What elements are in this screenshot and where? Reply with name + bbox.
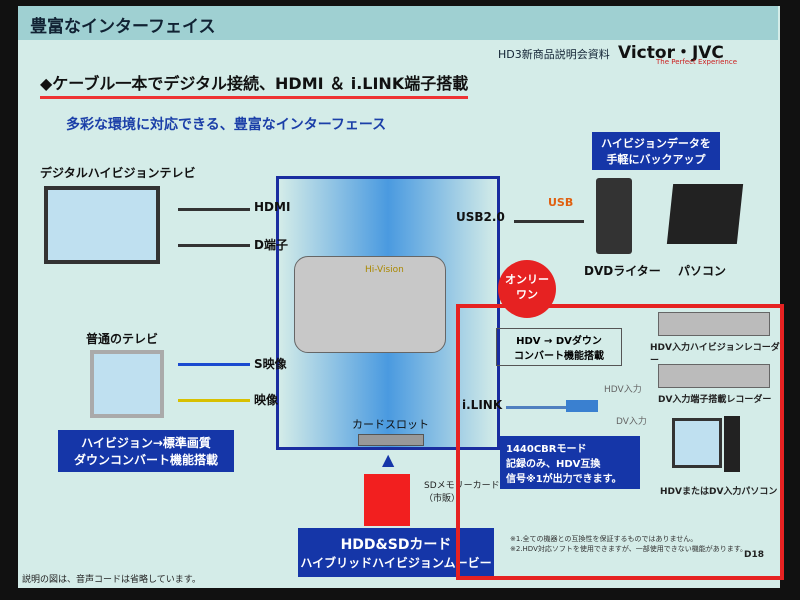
slide: 豊富なインターフェイス HD3新商品説明会資料 Victor・JVC The P… <box>18 6 784 588</box>
hdv-input-label: HDV入力 <box>604 385 642 395</box>
footnote: ※1.全ての機器との互換性を保証するものではありません。 <box>510 535 698 543</box>
only-one-line: オンリー <box>505 273 549 286</box>
d-terminal-label: D端子 <box>254 238 288 252</box>
hdv-recorder-label: HDV入力ハイビジョンレコーダー <box>650 343 780 366</box>
ilink-highlight-box <box>456 304 784 580</box>
desktop-pc-image <box>672 418 722 468</box>
hdv-recorder-image <box>658 312 770 336</box>
cbr-line: 記録のみ、HDV互換 <box>506 459 601 470</box>
normal-tv-label: 普通のテレビ <box>86 332 159 346</box>
hdd-sd-line: ハイブリッドハイビジョンムービー <box>300 556 492 570</box>
slide-title: 豊富なインターフェイス <box>30 17 216 37</box>
ilink-plug <box>566 400 598 412</box>
downconvert-line: ハイビジョン→標準画質 <box>81 436 211 450</box>
pc-label: パソコン <box>678 264 727 278</box>
heading: ◆ケーブル一本でデジタル接続、HDMI ＆ i.LINK端子搭載 <box>40 70 469 99</box>
dv-recorder-label: DV入力端子搭載レコーダー <box>658 395 772 405</box>
footnotes: ※1.全ての機器との互換性を保証するものではありません。 ※2.HDV対応ソフトを… <box>510 534 747 554</box>
s-video-label: S映像 <box>254 357 287 371</box>
d-cable <box>178 244 250 247</box>
backup-line: 手軽にバックアップ <box>606 153 706 166</box>
cbr-line: 1440CBRモード <box>506 444 587 455</box>
hdmi-label: HDMI <box>254 200 291 214</box>
logo: Victor・JVC <box>618 43 724 63</box>
footer-note: 説明の図は、音声コードは省略しています。 <box>22 575 201 585</box>
card-slot-label: カードスロット <box>352 418 429 431</box>
pc-tower-image <box>724 416 740 472</box>
usb-cable <box>514 220 584 223</box>
sd-card-image <box>364 474 410 526</box>
camcorder-image: Hi-Vision <box>294 256 446 353</box>
laptop-image <box>666 184 744 244</box>
normal-tv-image <box>90 350 164 418</box>
s-video-cable <box>178 363 250 366</box>
digital-tv-label: デジタルハイビジョンテレビ <box>40 166 196 180</box>
convert-line: コンバート機能搭載 <box>514 351 604 362</box>
hdv-dv-pc-label: HDVまたはDV入力パソコン <box>660 487 778 497</box>
ilink-cable <box>506 406 566 409</box>
subheading: 多彩な環境に対応できる、豊富なインターフェース <box>66 117 387 133</box>
sd-card-line: （市販） <box>424 494 461 504</box>
digital-tv-image <box>44 186 160 264</box>
arrow-up-icon: ▲ <box>382 450 395 469</box>
cbr-callout: 1440CBRモード記録のみ、HDV互換信号※1が出力できます。 <box>500 436 640 489</box>
convert-line: HDV → DVダウン <box>516 336 602 347</box>
cbr-line: 信号※1が出力できます。 <box>506 474 622 485</box>
dvd-writer-image <box>596 178 632 254</box>
hdd-sd-line: HDD&SDカード <box>340 537 452 553</box>
camera-brand: Hi-Vision <box>365 265 404 275</box>
sd-card-label: SDメモリーカード （市販） <box>424 478 500 504</box>
usb-plug-label: USB <box>548 196 574 209</box>
card-slot-image <box>358 434 424 446</box>
dv-recorder-image <box>658 364 770 388</box>
hdmi-cable <box>178 208 250 211</box>
backup-line: ハイビジョンデータを <box>601 137 711 150</box>
page-number: D18 <box>744 550 764 560</box>
video-cable <box>178 399 250 402</box>
downconvert-line: ダウンコンバート機能搭載 <box>73 453 218 467</box>
dvd-writer-label: DVDライター <box>584 264 661 278</box>
only-one-badge: オンリーワン <box>498 260 556 318</box>
downconvert-badge: ハイビジョン→標準画質ダウンコンバート機能搭載 <box>58 430 234 472</box>
footnote: ※2.HDV対応ソフトを使用できますが、一部使用できない機能があります。 <box>510 545 748 553</box>
usb-label: USB2.0 <box>456 210 505 224</box>
doc-label: HD3新商品説明会資料 <box>498 48 610 61</box>
logo-tagline: The Perfect Experience <box>656 58 738 66</box>
dv-input-label: DV入力 <box>616 417 647 427</box>
only-one-line: ワン <box>516 288 538 301</box>
hdd-sd-badge: HDD&SDカードハイブリッドハイビジョンムービー <box>298 528 494 577</box>
ilink-label: i.LINK <box>462 398 503 412</box>
video-label: 映像 <box>254 393 279 407</box>
sd-card-line: SDメモリーカード <box>424 481 500 491</box>
convert-box: HDV → DVダウンコンバート機能搭載 <box>496 328 622 366</box>
title-bar <box>18 6 778 40</box>
backup-badge: ハイビジョンデータを手軽にバックアップ <box>592 132 720 170</box>
